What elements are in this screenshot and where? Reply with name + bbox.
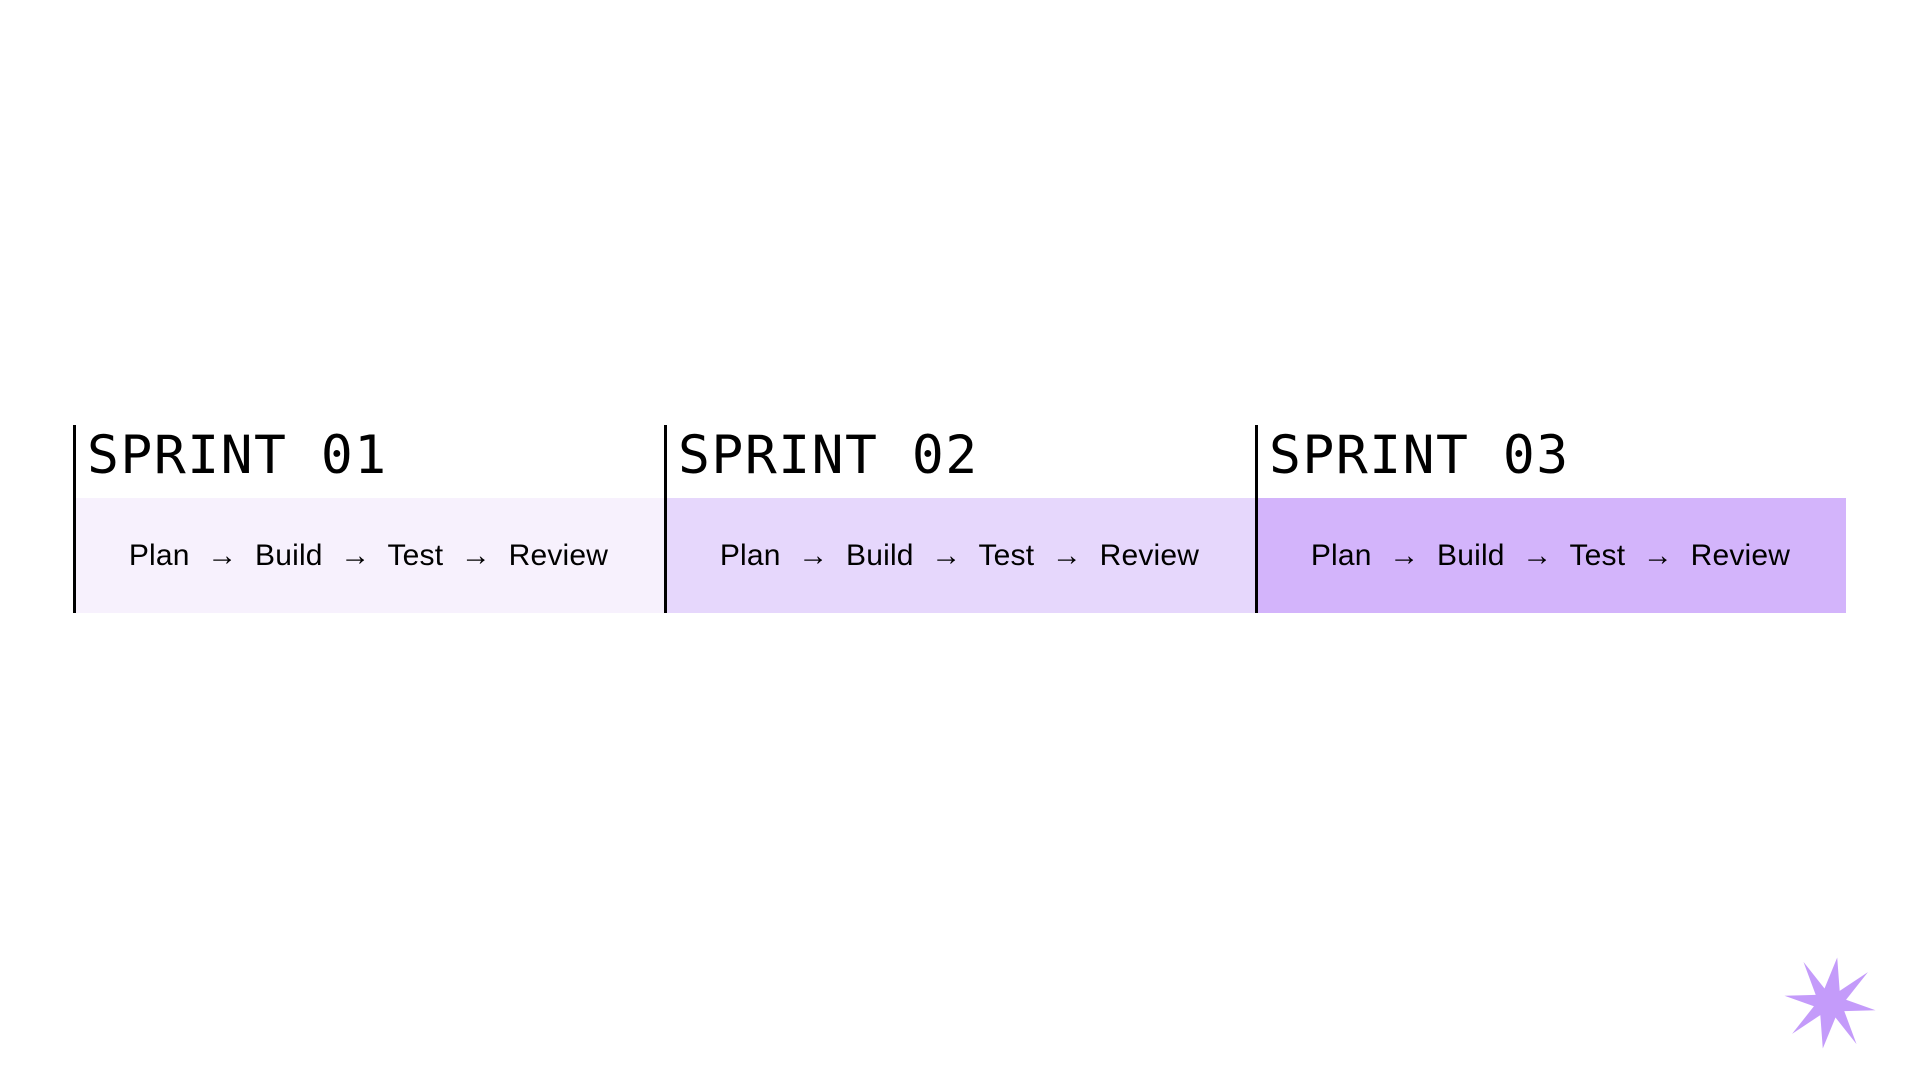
sprint-heading: SPRINT 01 bbox=[87, 425, 388, 486]
step-label-build: Build bbox=[254, 538, 323, 572]
step-arrow-icon: → bbox=[1389, 538, 1420, 572]
panel-divider-line bbox=[664, 425, 667, 613]
sprint-step-band: Plan → Build → Test → Review bbox=[73, 498, 664, 613]
sprint-step-band: Plan → Build → Test → Review bbox=[664, 498, 1255, 613]
step-arrow-icon: → bbox=[460, 538, 492, 572]
panel-divider-line bbox=[73, 425, 76, 613]
sprint-step-sequence: Plan → Build → Test → Review bbox=[720, 539, 1199, 573]
sprint-heading: SPRINT 02 bbox=[678, 425, 979, 486]
step-arrow-icon: → bbox=[931, 538, 962, 572]
asterisk-star-shape bbox=[1784, 957, 1876, 1049]
step-arrow-icon: → bbox=[798, 538, 829, 572]
step-label-plan: Plan bbox=[128, 538, 190, 572]
sprint-step-sequence: Plan → Build → Test → Review bbox=[129, 539, 608, 573]
step-label-plan: Plan bbox=[719, 538, 781, 572]
step-arrow-icon: → bbox=[1051, 538, 1083, 572]
sprint-panel-03[interactable]: SPRINT 03 Plan → Build → Test → Review bbox=[1255, 425, 1846, 613]
step-label-review: Review bbox=[1690, 538, 1791, 572]
asterisk-star-icon bbox=[1782, 955, 1878, 1051]
sprint-panel-02[interactable]: SPRINT 02 Plan → Build → Test → Review bbox=[664, 425, 1255, 613]
panel-divider-line bbox=[1255, 425, 1258, 613]
step-label-review: Review bbox=[1099, 538, 1200, 572]
step-label-test: Test bbox=[978, 538, 1035, 572]
step-label-test: Test bbox=[1569, 538, 1626, 572]
step-label-build: Build bbox=[845, 538, 914, 572]
step-arrow-icon: → bbox=[340, 538, 371, 572]
sprint-step-band: Plan → Build → Test → Review bbox=[1255, 498, 1846, 613]
step-label-test: Test bbox=[387, 538, 444, 572]
step-label-plan: Plan bbox=[1310, 538, 1372, 572]
step-arrow-icon: → bbox=[1642, 538, 1674, 572]
step-arrow-icon: → bbox=[207, 538, 238, 572]
sprint-panel-01[interactable]: SPRINT 01 Plan → Build → Test → Review bbox=[73, 425, 664, 613]
step-arrow-icon: → bbox=[1522, 538, 1553, 572]
sprint-board: SPRINT 01 Plan → Build → Test → Review S… bbox=[73, 425, 1847, 613]
step-label-review: Review bbox=[508, 538, 609, 572]
sprint-step-sequence: Plan → Build → Test → Review bbox=[1311, 539, 1790, 573]
sprint-heading: SPRINT 03 bbox=[1269, 425, 1570, 486]
step-label-build: Build bbox=[1436, 538, 1505, 572]
